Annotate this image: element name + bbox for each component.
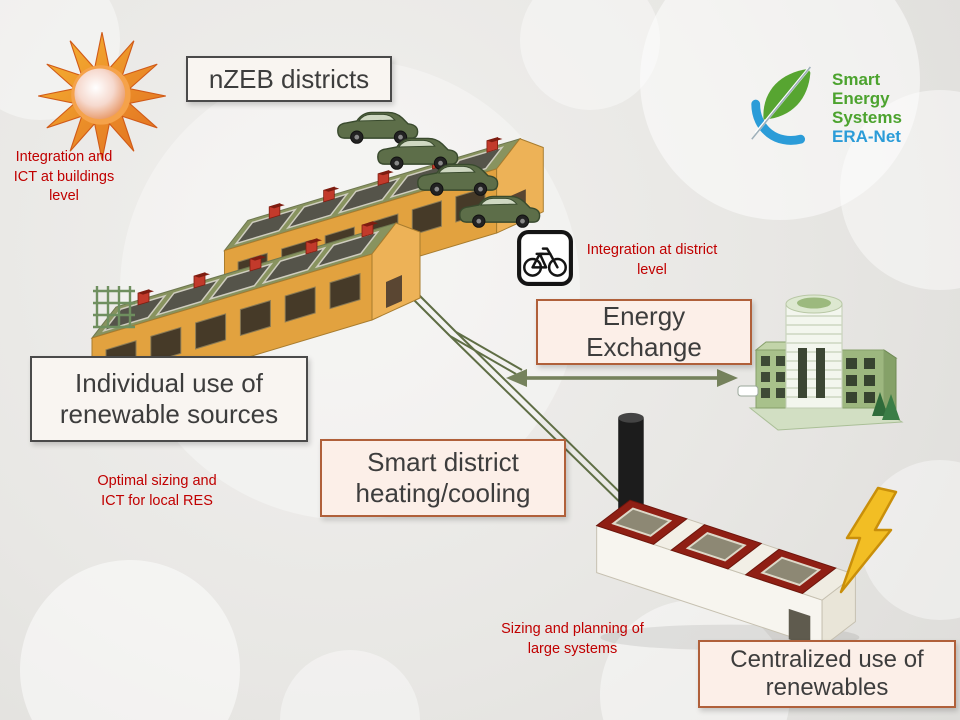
district-network-lines [409, 291, 641, 517]
nzeb-districts-label: nZEB districts [186, 56, 392, 102]
logo-line: Smart [832, 70, 881, 89]
note-large-systems: Sizing and planning of large systems [501, 621, 644, 657]
smart-district-heating-label: Smart district heating/cooling [320, 439, 566, 517]
note-buildings-level: Integration and ICT at buildings level [13, 149, 115, 205]
logo-line: Systems [832, 108, 902, 127]
leaf-logo-icon [751, 66, 811, 145]
utility-building-icon [737, 294, 904, 431]
energy-exchange-arrow-icon [506, 369, 738, 387]
energy-exchange-label: Energy Exchange [536, 299, 752, 365]
logo-text: Smart Energy Systems ERA-Net [832, 70, 902, 146]
note-local-res: Optimal sizing and ICT for local RES [97, 473, 217, 509]
left-wing [754, 341, 802, 409]
trees [872, 392, 900, 420]
centralized-use-label: Centralized use of renewables [698, 640, 956, 708]
sun-icon [38, 32, 166, 160]
bicycle-sign-icon [517, 230, 573, 286]
car-icon [377, 137, 459, 171]
garden-trellis-icon [93, 286, 135, 329]
note-district-level: Integration at district level [586, 242, 718, 278]
meter-box [737, 385, 759, 397]
individual-use-label: Individual use of renewable sources [30, 356, 308, 442]
central-cylinder [785, 294, 843, 409]
factory-chimney [618, 412, 644, 516]
factory-roofs [595, 499, 837, 595]
lightning-bolt-icon [839, 486, 898, 594]
car-icon [459, 195, 541, 229]
factory-door [788, 608, 811, 647]
logo-line: Energy [832, 89, 890, 108]
era-net-logo: Smart Energy Systems ERA-Net [744, 62, 902, 150]
logo-line: ERA-Net [832, 127, 901, 146]
car-icon [337, 111, 419, 145]
right-wing [838, 349, 898, 413]
